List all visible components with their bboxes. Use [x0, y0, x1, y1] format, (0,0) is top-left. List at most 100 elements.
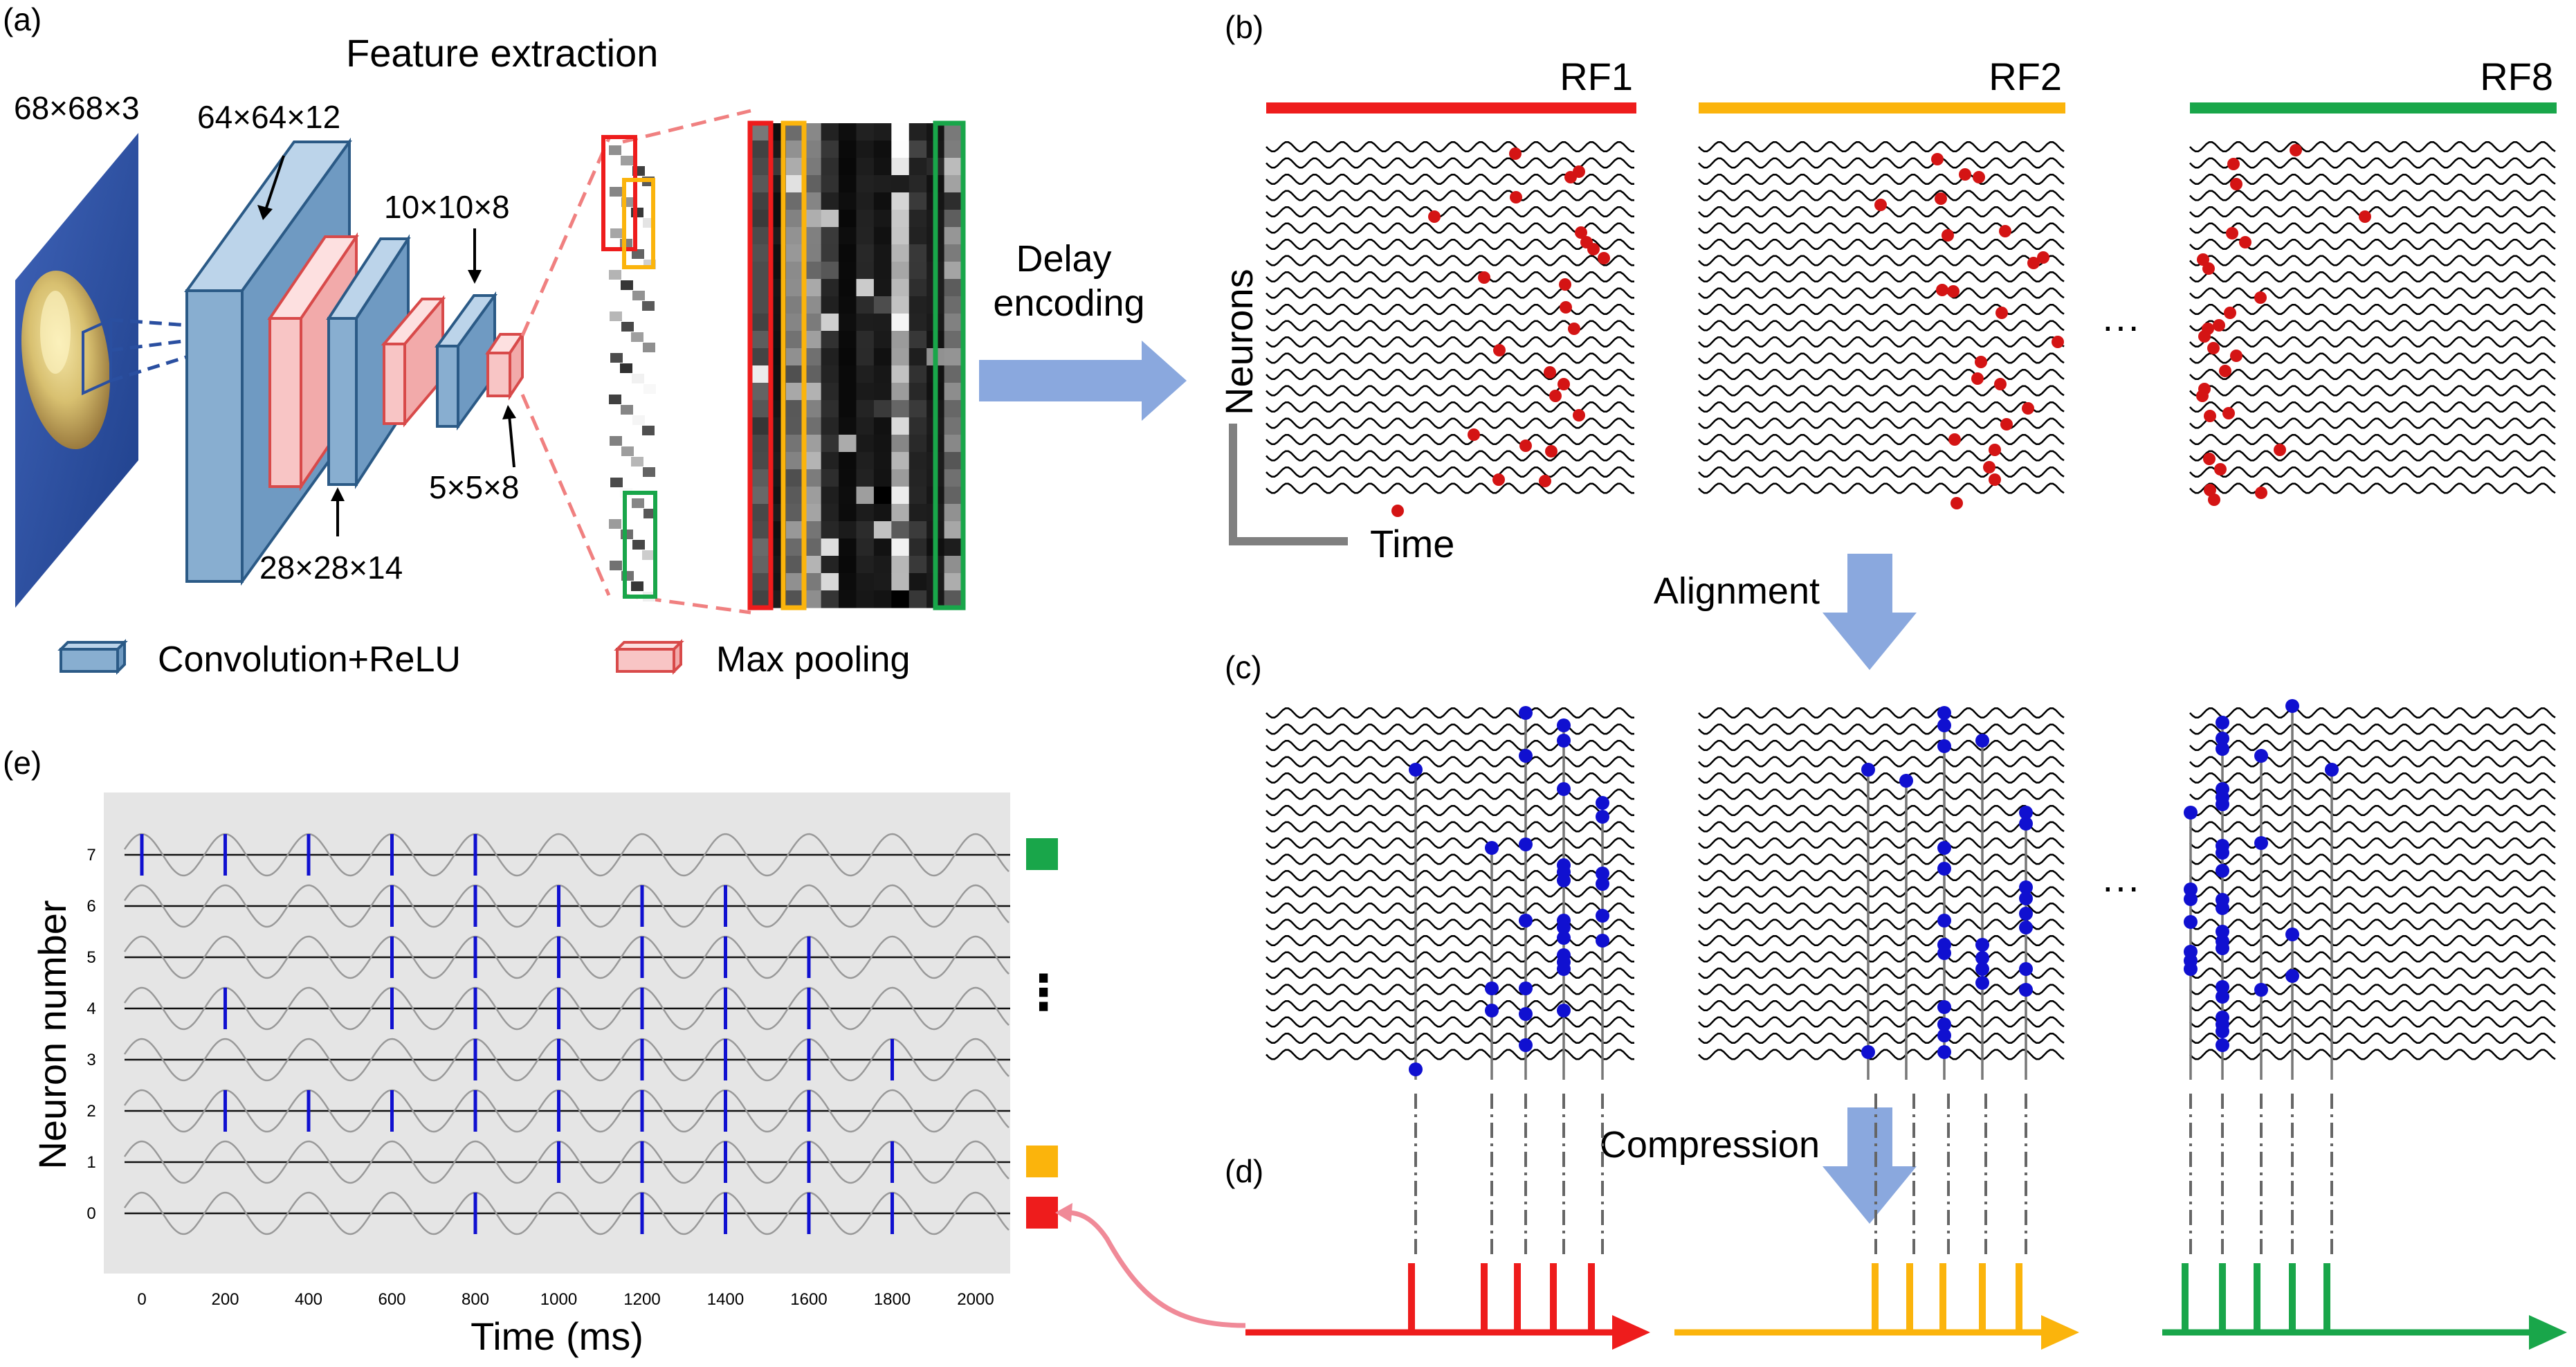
matrix-cell — [944, 400, 962, 418]
matrix-cell — [873, 141, 892, 159]
matrix-cell — [873, 435, 892, 453]
matrix-cell — [839, 227, 857, 245]
oscillation-wave — [2189, 805, 2556, 816]
tile-cell — [610, 311, 622, 321]
raster-xtick-label: 200 — [211, 1290, 239, 1309]
matrix-cell — [839, 279, 857, 297]
tile-cell — [642, 301, 655, 311]
matrix-cell — [803, 348, 822, 366]
axes-b — [1229, 424, 1348, 545]
aligned-spike-dot — [1519, 981, 1533, 995]
aligned-spike-dot — [2019, 806, 2033, 820]
conv3-dims-label: 10×10×8 — [384, 189, 510, 225]
oscillation-wave — [1266, 853, 1634, 865]
matrix-cell — [873, 538, 892, 556]
oscillation-wave — [1698, 821, 2065, 833]
matrix-cell — [873, 296, 892, 314]
spike-dot — [2254, 291, 2267, 304]
raster-row-markers — [1026, 838, 1058, 1229]
matrix-cell — [803, 573, 822, 591]
oscillation-wave — [1698, 401, 2065, 413]
ellipsis-c: ··· — [2101, 864, 2140, 908]
spike-dot — [2214, 463, 2227, 476]
matrix-cell — [785, 314, 804, 332]
raster-ylabel: Neuron number — [30, 900, 74, 1169]
matrix-cell — [891, 383, 910, 401]
matrix-cell — [856, 227, 875, 245]
link-arrow-head — [1055, 1203, 1072, 1222]
matrix-cell — [839, 175, 857, 193]
oscillation-wave — [1266, 385, 1634, 397]
matrix-cell — [856, 123, 875, 141]
matrix-cell — [944, 469, 962, 487]
aligned-spike-dot — [1899, 774, 1913, 788]
raster-row-marker — [1026, 1197, 1058, 1229]
spike-dot — [2255, 487, 2267, 499]
matrix-cell — [751, 383, 769, 401]
matrix-cell — [803, 210, 822, 228]
spike-dot — [1989, 444, 2001, 456]
matrix-cell — [908, 314, 927, 332]
spike-dot — [1545, 445, 1558, 458]
spike-dot — [2208, 494, 2220, 506]
oscillation-wave — [1698, 467, 2065, 478]
matrix-cell — [839, 521, 857, 539]
spike-dot — [1995, 307, 2008, 319]
matrix-cell — [873, 123, 892, 141]
oscillation-wave — [1698, 1016, 2065, 1028]
oscillation-wave — [1698, 853, 2065, 865]
aligned-spike-dot — [1519, 706, 1533, 720]
oscillation-wave — [1698, 190, 2065, 201]
matrix-cell — [751, 435, 769, 453]
matrix-cell — [785, 192, 804, 210]
oscillation-wave — [2189, 984, 2556, 995]
matrix-cell — [891, 573, 910, 591]
oscillation-wave — [2189, 1000, 2556, 1011]
aligned-spike-dot — [2019, 891, 2033, 905]
raster-ytick-label: 3 — [86, 1051, 95, 1069]
matrix-cell — [821, 227, 839, 245]
matrix-cell — [908, 158, 927, 176]
spike-dot — [1948, 433, 1961, 446]
aligned-spike-dot — [1519, 749, 1533, 763]
spike-dot — [2207, 342, 2220, 354]
oscillation-wave — [1266, 805, 1634, 816]
aligned-spike-dot — [2184, 806, 2198, 820]
spike-dot — [2198, 330, 2211, 343]
spike-dot — [1947, 285, 1960, 298]
aligned-spike-dot — [1937, 914, 1951, 927]
tile-cell — [643, 467, 655, 477]
aligned-spike-dot — [2216, 846, 2229, 860]
spike-dot — [1509, 147, 1522, 160]
matrix-cell — [803, 487, 822, 505]
waves-c-rf1 — [1266, 707, 1634, 1060]
raster-xtick-label: 1000 — [540, 1290, 577, 1309]
pool3-pointer — [508, 415, 515, 468]
spike-dot — [1999, 225, 2011, 237]
matrix-cell — [803, 417, 822, 435]
spike-dot — [2224, 307, 2236, 319]
raster-ytick-label: 7 — [86, 846, 95, 864]
matrix-cell — [891, 158, 910, 176]
aligned-spike-dot — [1975, 976, 1989, 990]
tile-cell — [632, 498, 644, 508]
raster-oscillation — [123, 884, 1010, 928]
oscillation-wave — [2189, 1049, 2556, 1060]
raster-ytick-label: 0 — [86, 1204, 95, 1223]
panel-label-a: (a) — [3, 1, 42, 37]
spikes-rf2 — [1874, 153, 2064, 509]
panel-c: (c) ··· — [1225, 649, 2556, 1080]
oscillation-wave — [2189, 255, 2556, 266]
matrix-cell — [891, 521, 910, 539]
raster-spikes — [140, 834, 894, 1234]
matrix-cell — [839, 314, 857, 332]
oscillation-wave — [1266, 369, 1634, 380]
matrix-cell — [908, 244, 927, 262]
matrix-cell — [908, 175, 927, 193]
conv1-pointer-head — [257, 205, 273, 220]
matrix-cell — [891, 417, 910, 435]
ellipsis-e: ⋮ — [1019, 966, 1068, 1020]
matrix-cell — [908, 123, 927, 141]
matrix-cell — [856, 175, 875, 193]
aligned-spike-dot — [1557, 1004, 1571, 1017]
